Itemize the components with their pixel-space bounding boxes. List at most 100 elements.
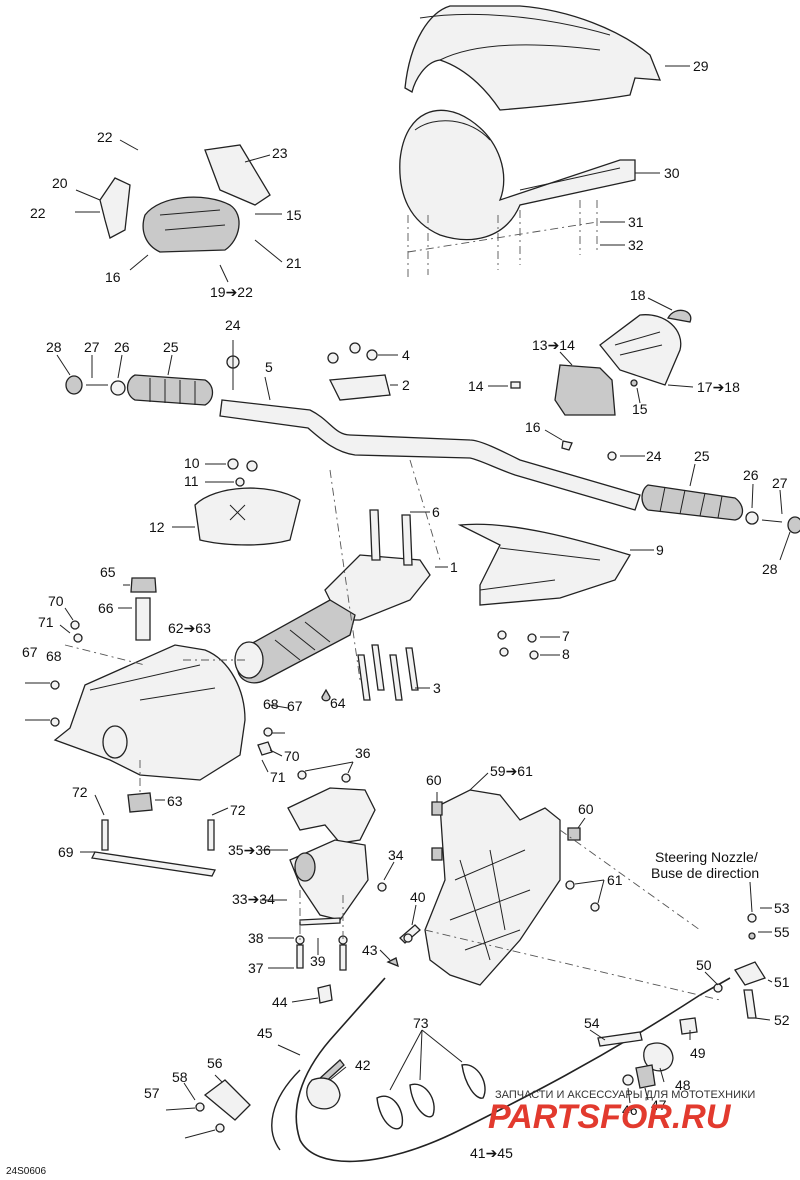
- callout-43: 43: [362, 942, 378, 958]
- callout-66: 66: [98, 600, 114, 616]
- callout-11: 11: [184, 473, 199, 489]
- callout-56: 56: [207, 1055, 223, 1071]
- callout-34: 34: [388, 847, 404, 863]
- callout-70a: 70: [48, 593, 64, 609]
- callout-54: 54: [584, 1015, 600, 1031]
- handlebar-clamp-upper: [328, 374, 391, 401]
- callout-7: 7: [562, 628, 570, 644]
- handlebar-cover-top: [404, 5, 661, 111]
- callout-71a: 71: [38, 614, 54, 630]
- callout-61: 61: [607, 872, 623, 888]
- callout-49: 49: [690, 1045, 706, 1061]
- callout-73: 73: [413, 1015, 429, 1031]
- callout-15a: 15: [286, 207, 302, 223]
- callout-27b: 27: [772, 475, 788, 491]
- callout-23: 23: [272, 145, 288, 161]
- steering-support: [53, 644, 246, 781]
- callout-1: 1: [450, 559, 458, 575]
- callout-47: 47: [651, 1097, 667, 1113]
- callout-25b: 25: [694, 448, 710, 464]
- callout-36: 36: [355, 745, 371, 761]
- callout-40: 40: [410, 889, 426, 905]
- callout-21: 21: [286, 255, 302, 271]
- callout-6: 6: [432, 504, 440, 520]
- callout-70b: 70: [284, 748, 300, 764]
- callout-44: 44: [272, 994, 288, 1010]
- callout-3: 3: [433, 680, 441, 696]
- callout-71b: 71: [270, 769, 286, 785]
- callout-68b: 68: [263, 696, 279, 712]
- steering-cover-small: [194, 487, 301, 546]
- handlebar-tube: [219, 399, 641, 511]
- callout-72a: 72: [72, 784, 88, 800]
- drawing-id: 24S0606: [6, 1166, 46, 1177]
- steering-nozzle-label-fr: Buse de direction: [651, 865, 759, 881]
- callout-26b: 26: [743, 467, 759, 483]
- callout-68a: 68: [46, 648, 62, 664]
- throttle-housing: [142, 196, 240, 253]
- callout-41-45: 41➔45: [470, 1145, 513, 1161]
- callout-63: 63: [167, 793, 183, 809]
- steering-bracket: [424, 789, 561, 986]
- callout-28b: 28: [762, 561, 778, 577]
- steering-cable: [271, 977, 731, 1163]
- throttle-lever: [204, 144, 271, 206]
- callout-51: 51: [774, 974, 790, 990]
- callout-16a: 16: [105, 269, 121, 285]
- callout-2: 2: [402, 377, 410, 393]
- callout-69: 69: [58, 844, 74, 860]
- callout-8: 8: [562, 646, 570, 662]
- handlebar-cover-bottom: [399, 109, 636, 241]
- callout-24a: 24: [225, 317, 241, 333]
- callout-15b: 15: [632, 401, 648, 417]
- right-grip: [641, 484, 800, 534]
- callout-22a: 22: [97, 129, 113, 145]
- callout-57: 57: [144, 1085, 160, 1101]
- callout-30: 30: [664, 165, 680, 181]
- callout-29: 29: [693, 58, 709, 74]
- callout-33-34: 33➔34: [232, 891, 275, 907]
- callout-19-22: 19➔22: [210, 284, 253, 300]
- callout-46: 46: [622, 1102, 638, 1118]
- switch-housing: [554, 309, 692, 416]
- callout-labels: 29 30 31 32 22 23 20 22 15 21 16 19➔22 2…: [22, 58, 790, 1161]
- watermark-caption: ЗАПЧАСТИ И АКСЕССУАРЫ ДЛЯ МОТОТЕХНИКИ: [495, 1089, 755, 1101]
- callout-67a: 67: [22, 644, 38, 660]
- callout-62-63: 62➔63: [168, 620, 211, 636]
- callout-53: 53: [774, 900, 790, 916]
- callout-22b: 22: [30, 205, 46, 221]
- callout-60b: 60: [578, 801, 594, 817]
- steering-clamp: [287, 787, 376, 921]
- lever-bracket: [99, 177, 131, 239]
- callout-13-14: 13➔14: [532, 337, 575, 353]
- callout-16b: 16: [525, 419, 541, 435]
- callout-25a: 25: [163, 339, 179, 355]
- callout-4: 4: [402, 347, 410, 363]
- callout-60a: 60: [426, 772, 442, 788]
- callout-39: 39: [310, 953, 326, 969]
- callout-28a: 28: [46, 339, 62, 355]
- callout-58: 58: [172, 1069, 188, 1085]
- callout-37: 37: [248, 960, 264, 976]
- callout-50: 50: [696, 957, 712, 973]
- callout-42: 42: [355, 1057, 371, 1073]
- callout-72b: 72: [230, 802, 246, 818]
- steering-column: [234, 554, 431, 684]
- callout-65: 65: [100, 564, 116, 580]
- callout-67b: 67: [287, 698, 303, 714]
- left-grip: [65, 374, 214, 406]
- handlebar-cover-front: [457, 523, 631, 606]
- callout-59-61: 59➔61: [490, 763, 533, 779]
- callout-31: 31: [628, 214, 644, 230]
- callout-48: 48: [675, 1077, 691, 1093]
- callout-9: 9: [656, 542, 664, 558]
- callout-52: 52: [774, 1012, 790, 1028]
- callout-24b: 24: [646, 448, 662, 464]
- callout-35-36: 35➔36: [228, 842, 271, 858]
- watermark-brand: PARTSFOR.RU: [488, 1098, 732, 1136]
- steering-nozzle-label-en: Steering Nozzle/: [655, 849, 758, 865]
- callout-5: 5: [265, 359, 273, 375]
- callout-17-18: 17➔18: [697, 379, 740, 395]
- callout-14: 14: [468, 378, 484, 394]
